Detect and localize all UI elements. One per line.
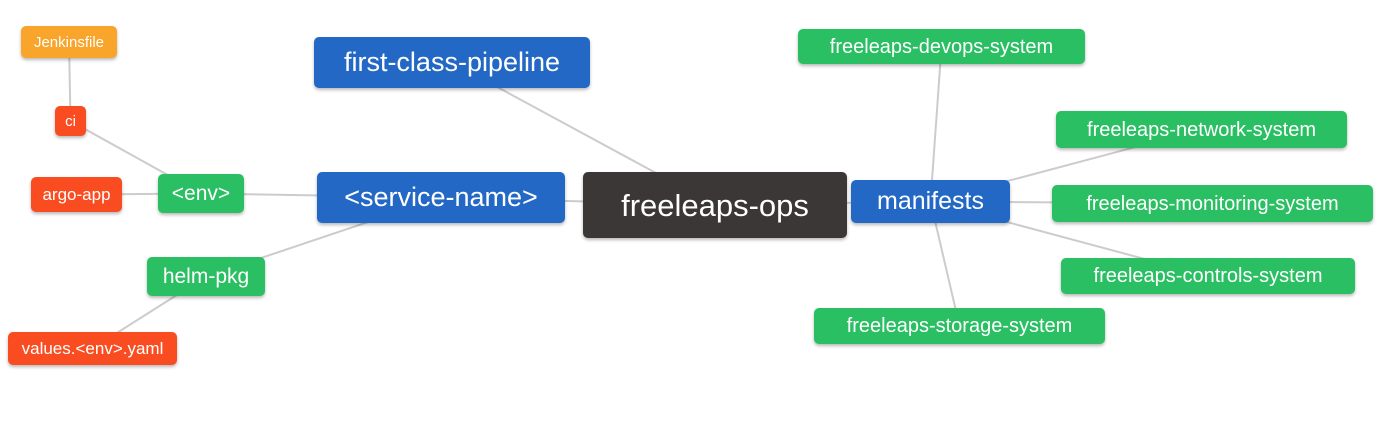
node-freeleaps-devops-system[interactable]: freeleaps-devops-system <box>798 29 1085 64</box>
node-helm-pkg[interactable]: helm-pkg <box>147 257 265 296</box>
node-freeleaps-storage-system[interactable]: freeleaps-storage-system <box>814 308 1105 344</box>
node-freeleaps-monitoring-system[interactable]: freeleaps-monitoring-system <box>1052 185 1373 222</box>
node-freeleaps-ops[interactable]: freeleaps-ops <box>583 172 847 238</box>
node-ci[interactable]: ci <box>55 106 86 136</box>
node-jenkinsfile[interactable]: Jenkinsfile <box>21 26 117 58</box>
node-service-name[interactable]: <service-name> <box>317 172 565 223</box>
node-env[interactable]: <env> <box>158 174 244 213</box>
node-manifests[interactable]: manifests <box>851 180 1010 223</box>
node-first-class-pipeline[interactable]: first-class-pipeline <box>314 37 590 88</box>
node-freeleaps-controls-system[interactable]: freeleaps-controls-system <box>1061 258 1355 294</box>
node-freeleaps-network-system[interactable]: freeleaps-network-system <box>1056 111 1347 148</box>
node-values-env-yaml[interactable]: values.<env>.yaml <box>8 332 177 365</box>
edge-manifests--freeleaps-devops-system <box>929 46 943 202</box>
node-argo-app[interactable]: argo-app <box>31 177 122 212</box>
